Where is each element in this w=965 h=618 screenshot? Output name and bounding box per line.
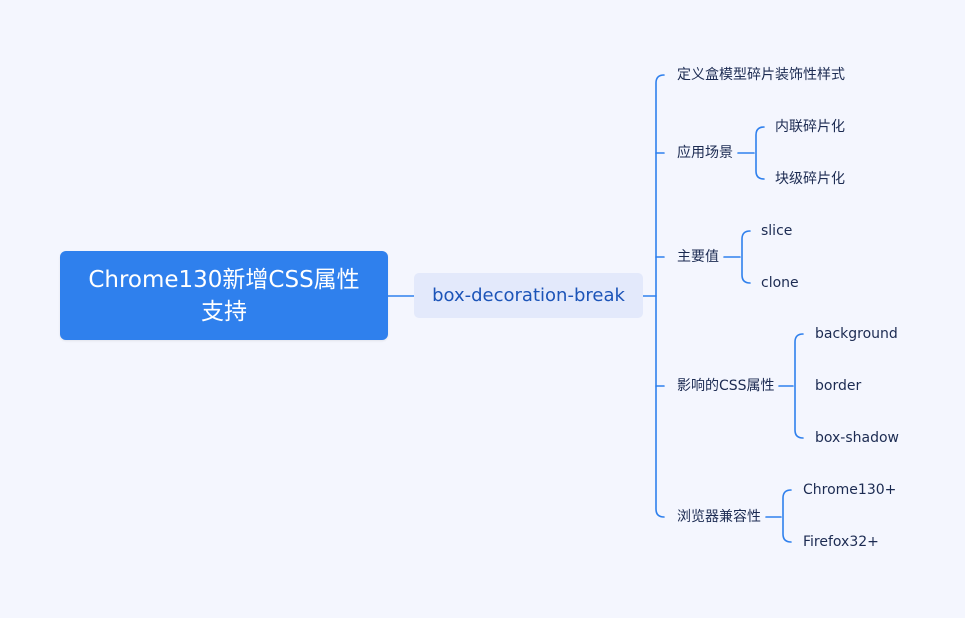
child-inline-fragmentation[interactable]: 内联碎片化 <box>775 119 845 135</box>
child-block-fragmentation[interactable]: 块级碎片化 <box>775 171 845 187</box>
branch-use-cases[interactable]: 应用场景 <box>677 145 733 161</box>
child-prop-box-shadow[interactable]: box-shadow <box>815 430 900 446</box>
child-prop-border[interactable]: border <box>815 378 862 394</box>
child-browser-chrome[interactable]: Chrome130+ <box>803 482 897 498</box>
root-topic-label: Chrome130新增CSS属性支持 <box>88 266 360 325</box>
connector-values-bracket <box>741 230 751 284</box>
branch-browser-compat[interactable]: 浏览器兼容性 <box>677 509 761 525</box>
child-value-slice[interactable]: slice <box>761 223 793 239</box>
connector-spine <box>655 74 665 518</box>
connector-props-bracket <box>794 333 804 439</box>
branch-affected-properties[interactable]: 影响的CSS属性 <box>677 378 775 394</box>
connector-browsers-bracket <box>782 489 792 543</box>
child-value-clone[interactable]: clone <box>761 275 799 291</box>
connector-apps-bracket <box>755 126 765 180</box>
branch-main-values[interactable]: 主要值 <box>677 249 719 265</box>
main-topic-label: box-decoration-break <box>432 285 625 306</box>
root-topic[interactable]: Chrome130新增CSS属性支持 <box>60 251 388 340</box>
branch-definition[interactable]: 定义盒模型碎片装饰性样式 <box>677 67 845 83</box>
child-prop-background[interactable]: background <box>815 326 898 342</box>
child-browser-firefox[interactable]: Firefox32+ <box>803 534 879 550</box>
main-topic[interactable]: box-decoration-break <box>414 273 643 318</box>
